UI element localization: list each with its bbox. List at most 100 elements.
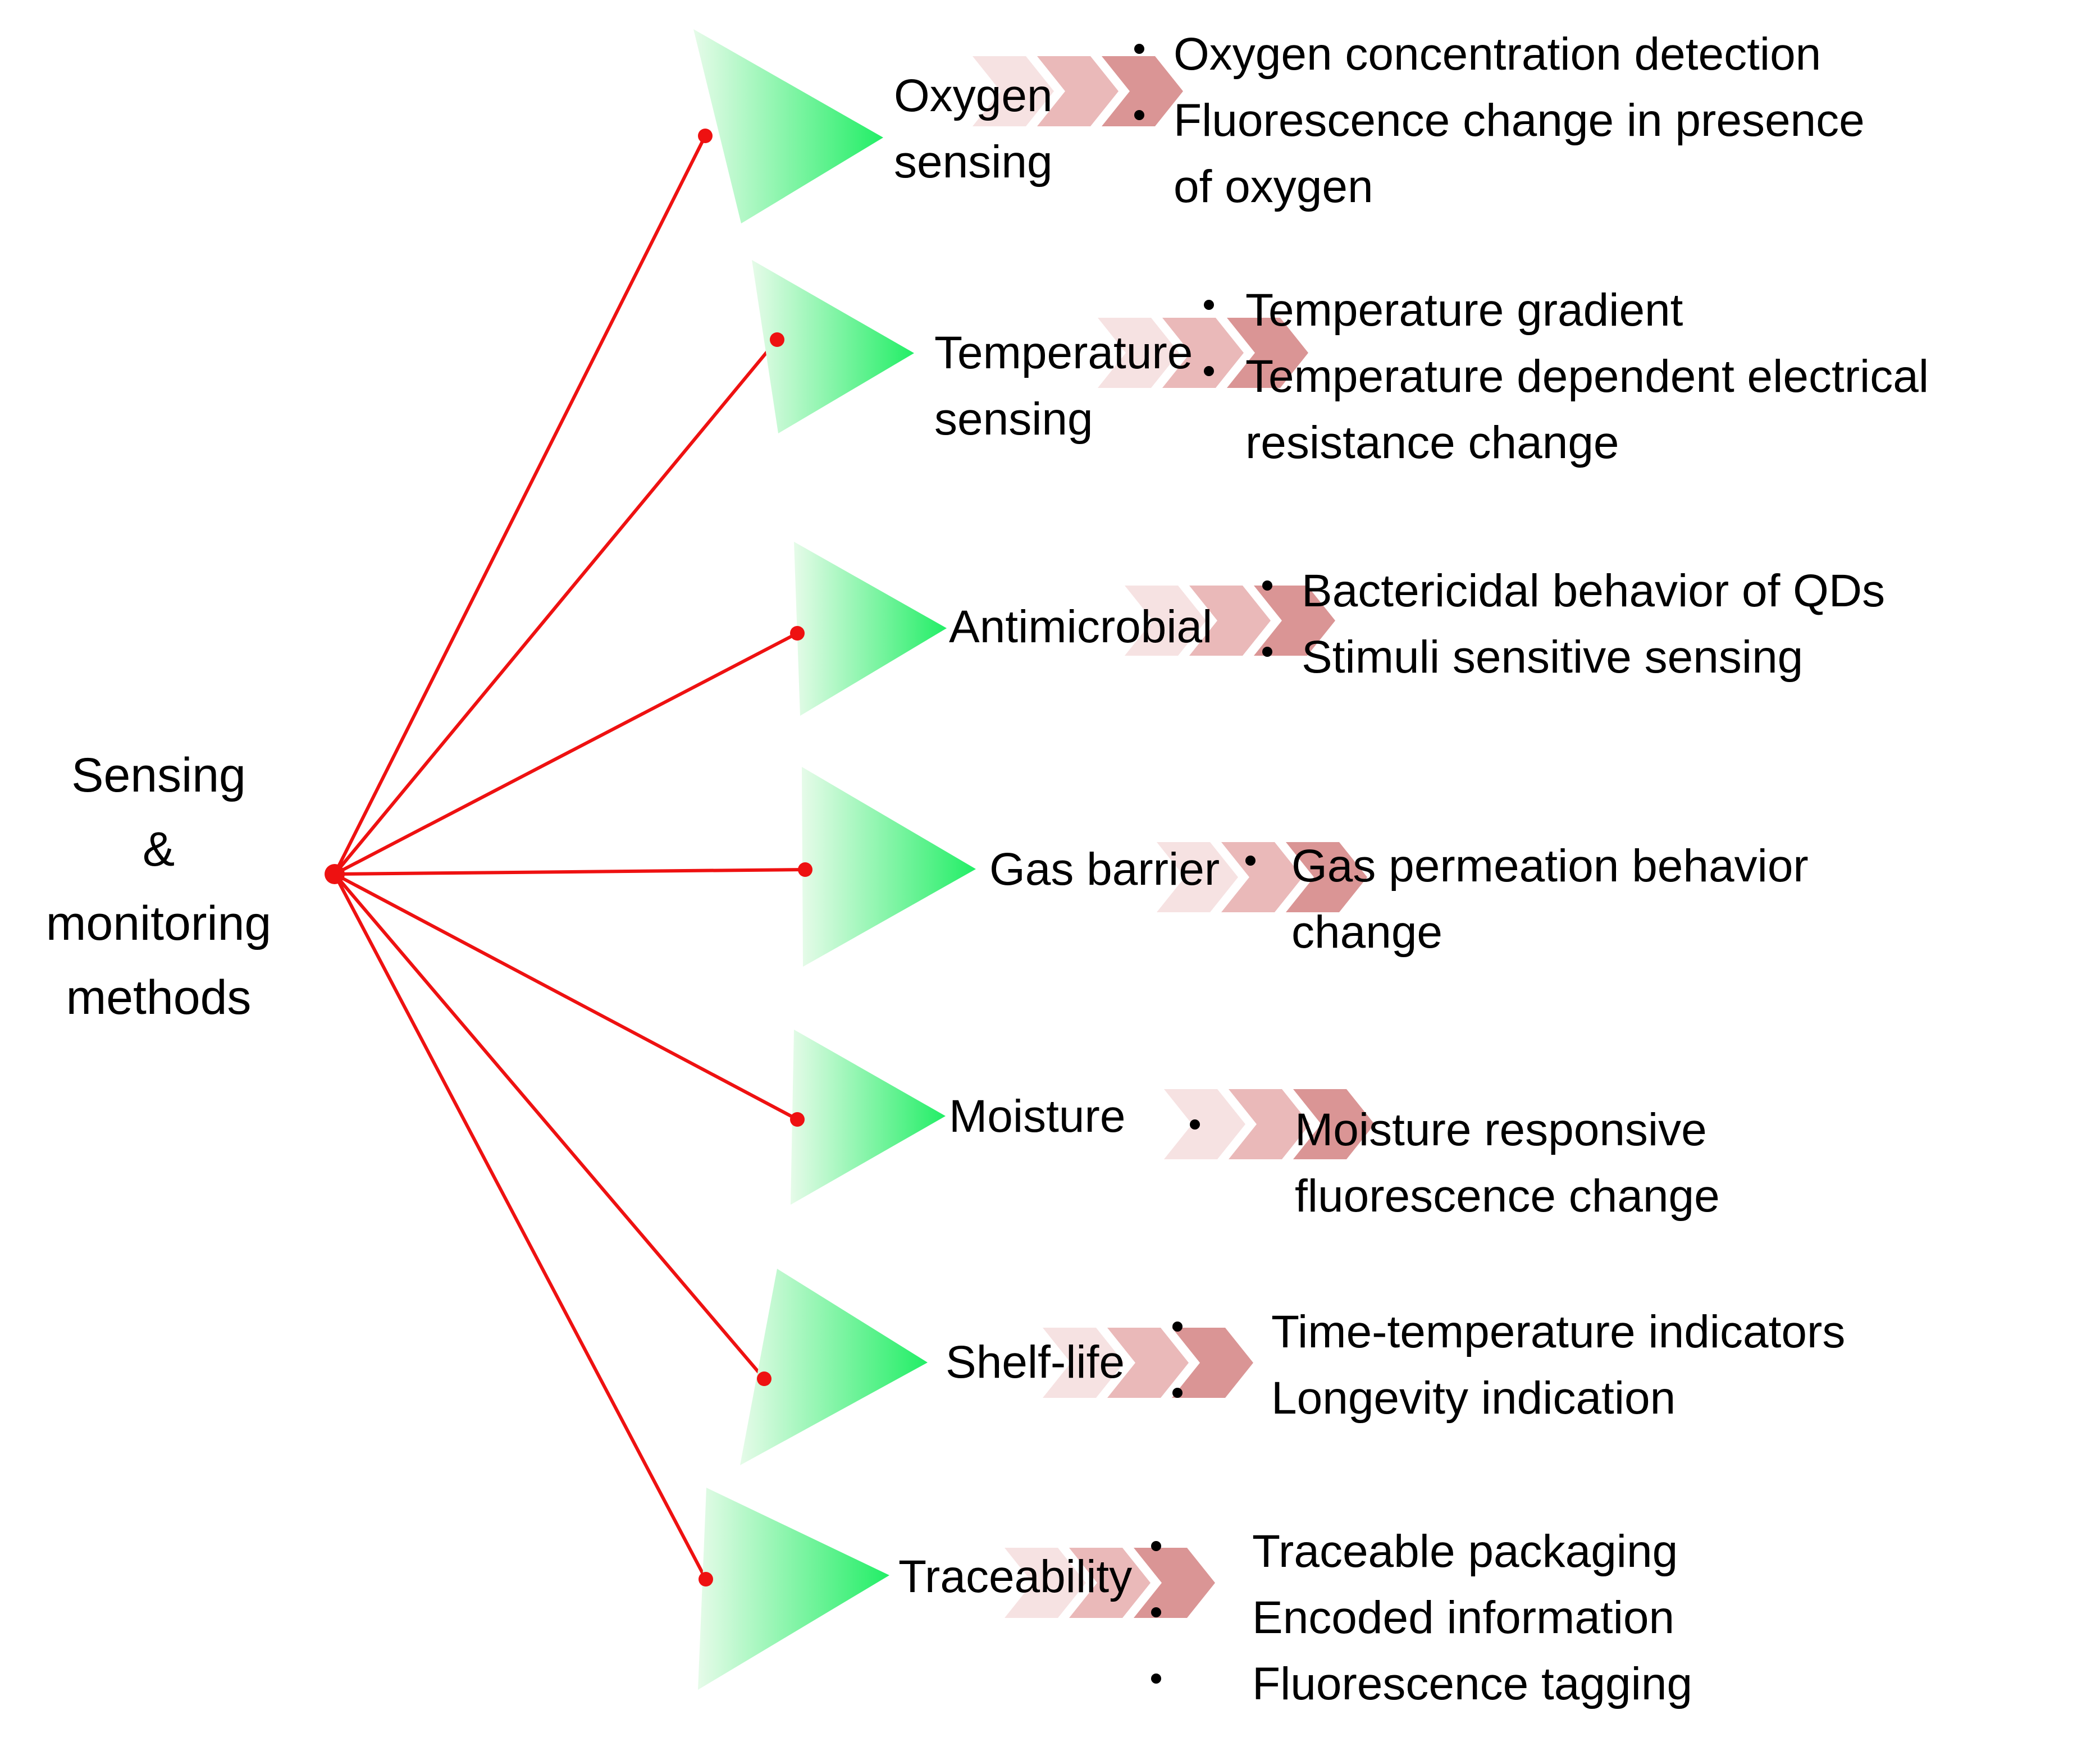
gradient-triangle-icon — [693, 29, 883, 223]
bullet-item: Bactericidal behavior of QDs — [1262, 558, 1886, 624]
chevron-icon — [1107, 1328, 1189, 1398]
chevron-icon — [1102, 56, 1183, 126]
bullet-item-continuation: resistance change — [1245, 410, 1929, 476]
bullet-item: Fluorescence tagging — [1151, 1651, 1693, 1717]
chevron-icon — [1293, 1089, 1375, 1159]
branch-label: Antimicrobial — [949, 594, 1212, 660]
bullet-dot-icon — [1151, 1607, 1161, 1617]
bullet-item: Temperature gradient — [1204, 277, 1929, 344]
branch-label-line: Shelf-life — [946, 1337, 1125, 1388]
bullet-item: Traceable packaging — [1151, 1519, 1692, 1585]
connector-dot — [790, 626, 805, 641]
connector-line — [333, 339, 779, 875]
bullet-item-continuation: change — [1291, 899, 1809, 966]
connector-dot — [757, 1371, 771, 1386]
chevron-icon — [973, 56, 1054, 126]
chevron-arrows-icon — [1005, 1548, 1215, 1618]
chevron-icon — [1172, 1328, 1253, 1398]
bullet-text: Bactericidal behavior of QDs — [1302, 565, 1886, 616]
gradient-triangle-icon — [791, 1030, 946, 1205]
bullet-dot-icon — [1151, 1541, 1161, 1551]
branch-label-line: sensing — [934, 394, 1093, 445]
bullet-text: Temperature gradient — [1245, 285, 1683, 336]
bullet-item: Longevity indication — [1172, 1365, 1845, 1432]
bullet-item: Oxygen concentration detection — [1134, 21, 1865, 88]
bullet-text: Fluorescence tagging — [1252, 1658, 1693, 1709]
bullet-text: change — [1291, 907, 1443, 958]
bullet-list: Gas permeation behavior change — [1245, 833, 1809, 966]
chevron-icon — [1043, 1328, 1124, 1398]
chevron-arrows-icon — [1125, 586, 1335, 656]
bullet-dot-icon — [1151, 1674, 1161, 1684]
bullet-item: Encoded information — [1151, 1585, 1692, 1651]
gradient-triangle-icon — [740, 1269, 928, 1465]
chevron-icon — [1229, 1089, 1310, 1159]
bullet-dot-icon — [1134, 44, 1144, 54]
connector-dot — [790, 1112, 805, 1127]
chevron-icon — [1227, 318, 1308, 388]
branch-label-line: Traceability — [898, 1551, 1133, 1602]
chevron-icon — [1162, 318, 1244, 388]
bullet-text: Oxygen concentration detection — [1174, 29, 1821, 80]
root-label-line: & — [142, 822, 175, 876]
connector-dot — [770, 332, 784, 347]
bullet-item: Stimuli sensitive sensing — [1262, 624, 1885, 691]
bullet-dot-icon — [1262, 647, 1272, 657]
gradient-triangle-icon — [698, 1488, 889, 1690]
bullet-text: Temperature dependent electrical — [1245, 351, 1929, 402]
root-label-line: monitoring — [45, 897, 272, 950]
branch-label: Moisture — [949, 1083, 1125, 1150]
connector-dot — [699, 1572, 713, 1586]
bullet-text: Time-temperature indicators — [1271, 1306, 1846, 1357]
bullet-item: Temperature dependent electrical — [1204, 344, 1929, 410]
connector-dot — [798, 862, 812, 877]
chevron-icon — [1037, 56, 1119, 126]
chevron-arrows-icon — [1164, 1089, 1375, 1159]
branch-triangles — [693, 29, 976, 1690]
chevron-icon — [1157, 842, 1238, 912]
branch-label-line: Gas barrier — [989, 844, 1220, 895]
bullet-item: Moisture responsive — [1190, 1097, 1720, 1163]
bullet-dot-icon — [1190, 1119, 1200, 1130]
bullet-item-continuation: fluorescence change — [1295, 1163, 1720, 1229]
bullet-dot-icon — [1204, 300, 1214, 310]
bullet-text: of oxygen — [1174, 161, 1373, 212]
bullet-text: Fluorescence change in presence — [1174, 95, 1865, 146]
branch-label-line: Antimicrobial — [949, 601, 1213, 652]
chevron-arrows-icon — [1043, 1328, 1253, 1398]
gradient-triangle-icon — [752, 260, 914, 433]
connector-lines — [333, 135, 806, 1580]
root-label-line: Sensing — [71, 748, 246, 802]
chevron-arrows-icon — [1157, 842, 1367, 912]
chevron-icon — [1254, 586, 1335, 656]
gradient-triangle-icon — [802, 767, 976, 967]
bullet-text: resistance change — [1245, 417, 1619, 468]
connector-line — [334, 872, 798, 1121]
branch-label: Traceability — [898, 1544, 1132, 1610]
bullet-text: Moisture responsive — [1295, 1104, 1707, 1155]
bullet-dot-icon — [1172, 1322, 1183, 1332]
connector-dot — [698, 129, 713, 143]
chevron-icon — [1164, 1089, 1245, 1159]
chevron-icon — [1098, 318, 1179, 388]
bullet-text: Longevity indication — [1271, 1373, 1676, 1424]
bullet-dot-icon — [1262, 580, 1272, 591]
bullet-item: Time-temperature indicators — [1172, 1299, 1846, 1365]
branch-label-line: Oxygen — [894, 70, 1053, 121]
bullet-item: Fluorescence change in presence — [1134, 88, 1865, 154]
chevron-icon — [1125, 586, 1206, 656]
bullet-text: Stimuli sensitive sensing — [1302, 632, 1804, 683]
connector-dots — [325, 129, 812, 1586]
branch-label: Gas barrier — [989, 836, 1220, 903]
bullet-dot-icon — [1172, 1388, 1183, 1398]
bullet-list: Moisture responsive fluorescence change — [1190, 1097, 1720, 1229]
bullet-dot-icon — [1245, 856, 1256, 866]
chevron-icon — [1189, 586, 1271, 656]
bullet-item: Gas permeation behavior — [1245, 833, 1809, 899]
